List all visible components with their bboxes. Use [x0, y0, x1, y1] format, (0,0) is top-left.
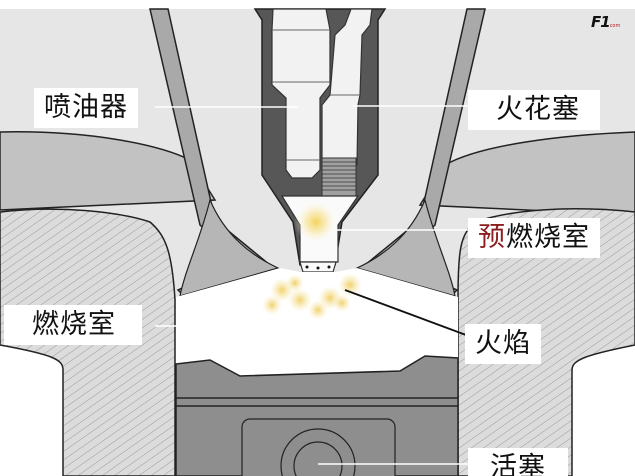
label-injector: 喷油器: [34, 88, 138, 128]
label-prechamber-prefix: 预: [478, 222, 506, 253]
logo-suffix: com: [609, 23, 621, 29]
spark-glow: [294, 200, 338, 244]
label-flame: 火焰: [465, 324, 541, 364]
label-spark-plug: 火花塞: [468, 90, 600, 130]
logo-text: F1: [591, 13, 611, 31]
label-combustion-chamber: 燃烧室: [4, 305, 142, 345]
engine-block-right: [457, 208, 635, 476]
f1-logo: F1com: [591, 13, 620, 31]
label-prechamber: 预燃烧室: [468, 218, 600, 258]
label-prechamber-rest: 燃烧室: [506, 222, 590, 253]
flame-jets: [262, 273, 362, 320]
label-piston: 活塞: [468, 448, 568, 476]
combustion-chamber: [176, 268, 458, 376]
spark-plug: [321, 8, 373, 166]
